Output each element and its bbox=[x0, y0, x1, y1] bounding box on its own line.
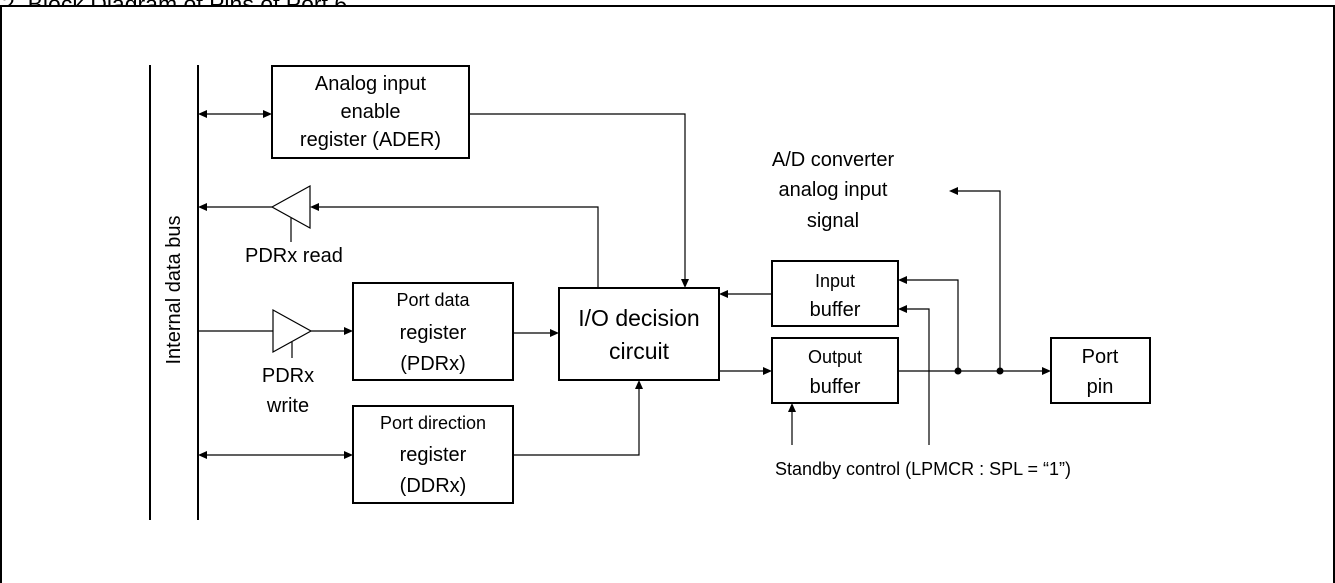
ddr-label-3: (DDRx) bbox=[400, 475, 467, 497]
standby-control-label: Standby control (LPMCR : SPL = “1”) bbox=[775, 459, 1071, 479]
input-buffer: Input buffer bbox=[771, 260, 899, 327]
standby-to-input-buffer-connector bbox=[898, 305, 930, 445]
standby-to-output-buffer-connector bbox=[788, 403, 796, 445]
pdrx-write-label-1: PDRx bbox=[262, 365, 314, 387]
ader-label-2: enable bbox=[340, 101, 400, 123]
pdrx-read-label: PDRx read bbox=[245, 245, 343, 267]
pdr-label-1: Port data bbox=[396, 290, 470, 310]
adc-label-2: analog input bbox=[779, 179, 888, 201]
pdr-label-2: register bbox=[400, 322, 467, 344]
pdrx-write-label-2: write bbox=[266, 395, 309, 417]
internal-data-bus-label: Internal data bus bbox=[163, 216, 185, 365]
output-buffer-label-2: buffer bbox=[810, 376, 861, 398]
port-pin-label-1: Port bbox=[1082, 346, 1119, 368]
io-decision-circuit: I/O decision circuit bbox=[558, 287, 720, 381]
write-path-connector bbox=[198, 327, 353, 335]
ader-register: Analog input enable register (ADER) bbox=[271, 65, 470, 159]
input-buffer-label-2: buffer bbox=[810, 299, 861, 321]
output-buffer: Output buffer bbox=[771, 337, 899, 404]
pdr-to-io-connector bbox=[513, 329, 559, 337]
port-direction-register: Port direction register (DDRx) bbox=[352, 405, 514, 504]
bus-ader-connector bbox=[198, 110, 272, 118]
ddr-label-1: Port direction bbox=[380, 413, 486, 433]
adc-label-3: signal bbox=[807, 210, 859, 232]
ader-label-3: register (ADER) bbox=[300, 129, 441, 151]
port-data-register: Port data register (PDRx) bbox=[352, 282, 514, 381]
io-label-2: circuit bbox=[609, 338, 670, 364]
input-buffer-to-io-connector bbox=[719, 290, 772, 298]
port-pin-label-2: pin bbox=[1087, 376, 1114, 398]
pin-to-input-buffer-connector bbox=[898, 276, 959, 371]
port-pin: Port pin bbox=[1050, 337, 1151, 404]
read-buffer-triangle bbox=[270, 184, 311, 242]
output-to-pin-connector bbox=[898, 367, 1051, 375]
input-buffer-label-1: Input bbox=[815, 271, 855, 291]
internal-data-bus bbox=[149, 65, 199, 520]
ader-label-1: Analog input bbox=[315, 73, 427, 95]
io-to-output-buffer-connector bbox=[719, 367, 772, 375]
diagram-frame bbox=[0, 5, 1335, 583]
write-buffer-triangle bbox=[272, 308, 313, 358]
pin-to-adc-connector bbox=[949, 187, 1001, 371]
header-text: 2. Block Diagram of Pins of Port 6 bbox=[2, 0, 347, 17]
output-buffer-label-1: Output bbox=[808, 347, 862, 367]
bus-ddr-connector bbox=[198, 451, 353, 459]
pdr-label-3: (PDRx) bbox=[400, 353, 466, 375]
adc-label-1: A/D converter bbox=[772, 149, 895, 171]
io-label-1: I/O decision bbox=[578, 305, 699, 331]
ddr-label-2: register bbox=[400, 444, 467, 466]
ader-to-io-connector bbox=[469, 113, 689, 288]
ddr-to-io-connector bbox=[513, 380, 643, 456]
read-path-connector bbox=[198, 203, 599, 288]
